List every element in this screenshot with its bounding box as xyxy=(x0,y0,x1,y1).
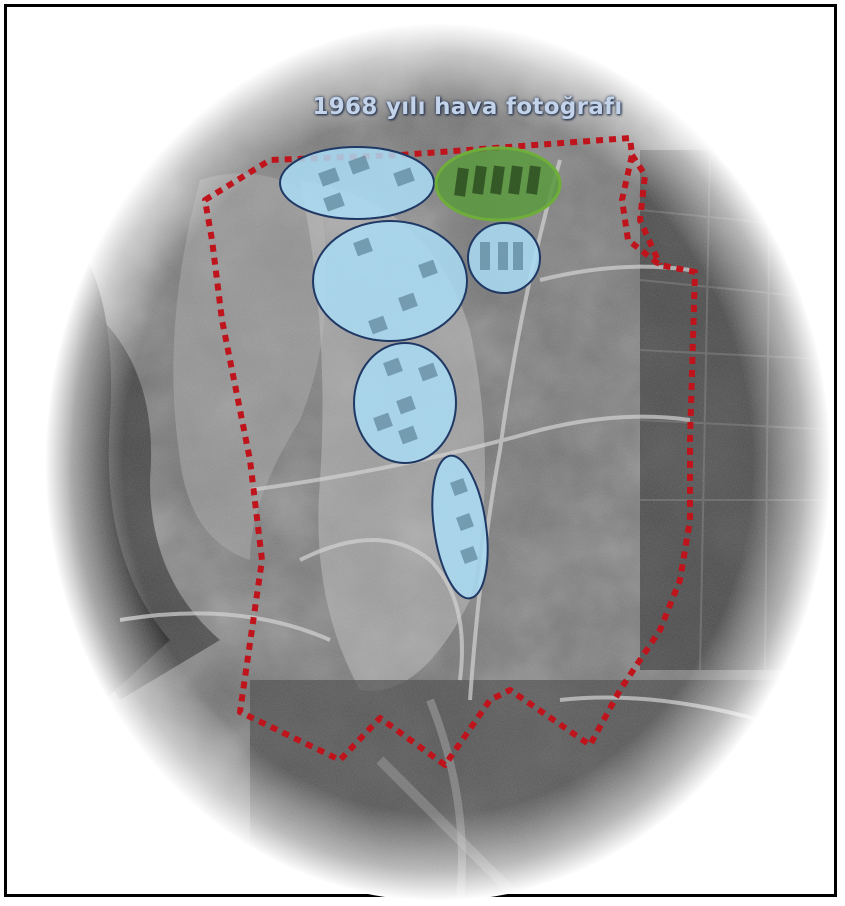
study-area-boundary-branch xyxy=(629,153,663,267)
oval-vignette xyxy=(45,23,831,901)
study-area-boundary xyxy=(202,135,698,768)
zone-buildings xyxy=(318,155,523,564)
blue-zones xyxy=(279,146,541,600)
green-zone-buildings xyxy=(454,165,541,197)
green-zone xyxy=(434,146,562,222)
photo-title: 1968 yılı hava fotoğrafı xyxy=(312,94,623,120)
blue-zone-2 xyxy=(312,220,468,342)
blue-zone-1 xyxy=(279,146,435,220)
